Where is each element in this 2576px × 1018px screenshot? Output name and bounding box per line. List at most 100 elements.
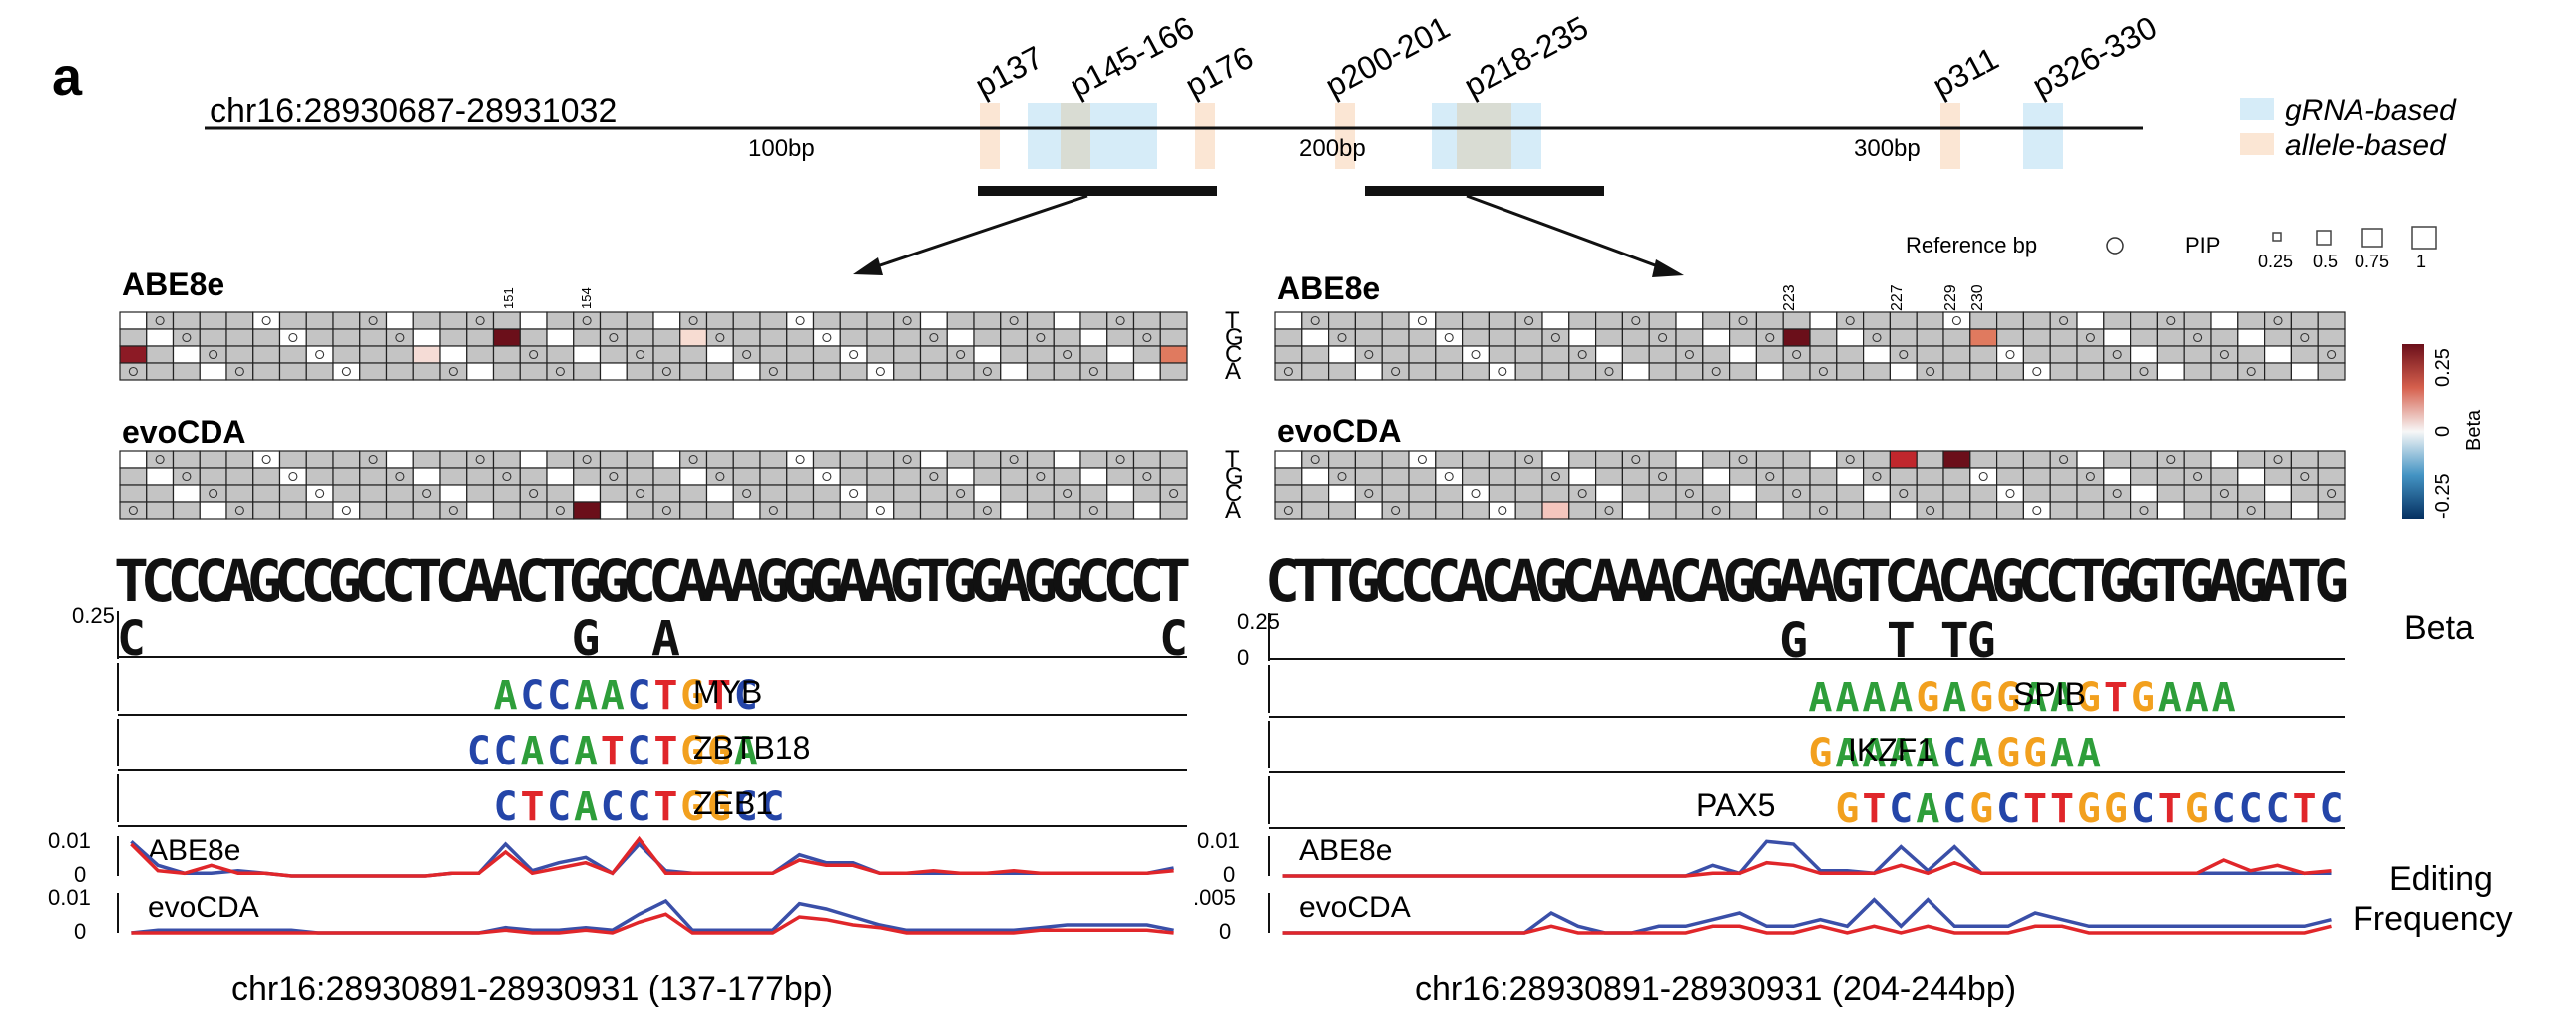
heatmap-cell (1942, 328, 1971, 347)
heatmap-cell (2264, 467, 2293, 486)
scale-label-300: 300bp (1854, 135, 1921, 162)
heatmap-cell (546, 467, 575, 486)
heatmap-cell (839, 484, 868, 503)
heatmap-cell (1079, 328, 1108, 347)
heatmap-cell (946, 345, 975, 364)
heatmap-cell (1301, 501, 1330, 520)
heatmap-cell (2130, 328, 2159, 347)
motif-letter: G (2131, 675, 2155, 721)
sequence-base: G (2098, 547, 2133, 615)
heatmap-cell (1648, 484, 1677, 503)
heatmap-cell (1132, 345, 1161, 364)
heatmap-cell (1541, 328, 1570, 347)
sequence-base: C (1103, 547, 1138, 615)
heatmap-cell (1106, 484, 1135, 503)
right-region-label: chr16:28930891-28930931 (204-244bp) (1415, 970, 2016, 1008)
heatmap-cell (1942, 311, 1971, 330)
zoom-arrowhead-left (853, 257, 883, 275)
heatmap-cell (1026, 328, 1055, 347)
heatmap-cell (1782, 362, 1811, 381)
reference-bp-marker (1417, 315, 1427, 326)
heatmap-cell (1053, 501, 1081, 520)
heatmap-cell (2317, 450, 2346, 469)
heatmap-cell (2049, 328, 2078, 347)
sequence-base: A (1454, 547, 1489, 615)
heatmap-cell (2210, 345, 2239, 364)
sequence-base: C (1481, 547, 1515, 615)
sequence-base: C (194, 547, 228, 615)
pip-box-025 (2272, 232, 2282, 242)
left-beta-tick: 0.25 (72, 603, 115, 628)
heatmap-cell (2317, 484, 2346, 503)
motif-letter: C (2266, 786, 2290, 832)
sequence-base: A (675, 547, 710, 615)
pip-box-05 (2316, 230, 2332, 246)
heatmap-cell (1488, 311, 1516, 330)
reference-bp-marker (715, 471, 725, 482)
motif-letter: T (653, 784, 677, 830)
reference-bp-marker (1142, 332, 1152, 343)
heatmap-cell (412, 345, 441, 364)
motif-letter: G (1969, 675, 1993, 721)
reference-bp-marker (288, 471, 298, 482)
scale-label-100: 100bp (748, 135, 815, 162)
heatmap-cell (1053, 345, 1081, 364)
heatmap-cell (519, 328, 548, 347)
heatmap-cell (1782, 467, 1811, 486)
heatmap-cell (1675, 450, 1704, 469)
right-beta-tick-max: 0.25 (1237, 609, 1280, 634)
heatmap-cell (332, 467, 361, 486)
row-label-c: C (1225, 341, 1242, 368)
heatmap-cell (1889, 467, 1918, 486)
heatmap-cell (119, 467, 148, 486)
reference-bp-marker (261, 454, 271, 465)
heatmap-cell (199, 450, 227, 469)
heatmap-cell (786, 362, 815, 381)
heatmap-cell (332, 362, 361, 381)
reference-bp-marker (1364, 488, 1374, 499)
heatmap-cell (1728, 328, 1757, 347)
pip-box-1 (2411, 226, 2437, 250)
heatmap-cell (278, 311, 307, 330)
heatmap-cell (252, 467, 281, 486)
peak-label-p218-235: p218-235 (1458, 9, 1593, 104)
motif-letter: C (628, 784, 651, 830)
heatmap-cell (385, 345, 414, 364)
reference-bp-marker (902, 315, 912, 326)
heatmap-cell (2183, 362, 2212, 381)
heatmap-cell (1621, 311, 1650, 330)
zoom-arrowhead-right (1652, 259, 1684, 277)
sequence-base: T (542, 547, 577, 615)
heatmap-cell (1648, 450, 1677, 469)
heatmap-cell (1942, 501, 1971, 520)
reference-bp-marker (555, 366, 565, 377)
zoom-arrow-left (867, 194, 1088, 271)
heatmap-cell (705, 311, 734, 330)
motif-letter: A (1969, 731, 1993, 776)
reference-bp-marker (1169, 488, 1179, 499)
heatmap-cell (732, 345, 761, 364)
heatmap-cell (1381, 467, 1410, 486)
heatmap-cell (599, 450, 628, 469)
motif-letter: G (2077, 675, 2101, 721)
heatmap-cell (759, 328, 788, 347)
heatmap-cell (172, 450, 201, 469)
sequence-base: A (2206, 547, 2241, 615)
reference-bp-marker (1115, 315, 1125, 326)
motif-letter: A (1889, 675, 1913, 721)
motif-letter: A (1808, 675, 1832, 721)
motif-letter: G (707, 729, 731, 774)
heatmap-cell (305, 311, 334, 330)
motif-letter: C (628, 673, 651, 719)
heatmap-cell (412, 484, 441, 503)
heatmap-cell (1942, 362, 1971, 381)
heatmap-cell (732, 450, 761, 469)
sequence-base: C (301, 547, 336, 615)
reference-bp-marker (636, 349, 645, 360)
heatmap-cell (225, 484, 254, 503)
heatmap-cell (2210, 328, 2239, 347)
motif-letter: C (1942, 731, 1966, 776)
motif-letter: G (680, 673, 704, 719)
heatmap-cell (1568, 467, 1597, 486)
